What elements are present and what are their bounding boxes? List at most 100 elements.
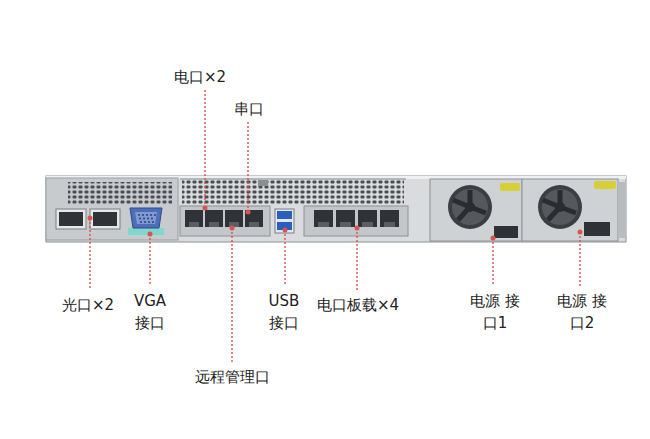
chassis-part [182,180,404,205]
power-supply-part [494,226,518,238]
usb-ports [275,209,294,233]
leader-lines-part [284,230,285,286]
vga-port-part-part [151,218,153,220]
power-supply-part [448,185,492,229]
sfp-ports-part [56,209,86,229]
power-supply-part [465,202,475,212]
vga-port-part-part [143,218,145,220]
onboard-rj45-part [340,222,351,227]
power-supply-part [618,182,626,238]
sfp-ports-part [93,212,117,226]
leader-dots-part [355,226,360,231]
power-supply-part [522,179,618,241]
rj45-module-part [209,222,219,227]
leader-lines-part [204,90,205,208]
rj45-module-part [205,210,223,227]
vga-port-part-part [147,218,149,220]
vga-port-part-part [140,221,142,223]
rj45-module-part [249,222,259,227]
leader-dots-part [246,210,251,215]
power-supply-part [584,222,610,236]
leader-lines-part [89,218,90,290]
vga-port-part-part [146,214,148,216]
chassis-part [180,178,406,180]
chassis-part [258,180,268,186]
vga-port-part-part [138,214,140,216]
rj45-module-part [189,222,199,227]
rj45-module-part [225,210,243,227]
power-supply [430,179,522,241]
onboard-rj45-part [304,206,408,236]
callout-label: VGA 接口 [128,290,172,334]
leader-dots-part [203,206,208,211]
leader-lines-part [579,232,580,286]
vga-port-part-part [148,221,150,223]
sfp-ports-part [59,212,83,226]
leader-lines-part [247,122,248,212]
sfp-ports [56,209,120,229]
vga-port [128,208,164,235]
power-supply-part [555,202,565,212]
leader-dots-part [88,216,93,221]
leader-lines-part [231,228,232,362]
chassis-part [46,176,626,242]
vga-port-part-part [142,214,144,216]
onboard-rj45-part [336,210,355,227]
callout-label: 电源 接口1 [469,290,521,334]
callout-label: 光口×2 [62,294,114,316]
callout-label: USB 接口 [262,290,306,334]
onboard-rj45-part [384,222,395,227]
vga-port-part-part [144,221,146,223]
leader-lines [90,90,580,362]
onboard-rj45-part [358,210,377,227]
rj45-module-part [185,210,203,227]
leader-dots-part [148,232,153,237]
chassis-part [46,178,178,240]
onboard-rj45-part [362,222,373,227]
callout-label: 电源 接口2 [556,290,608,334]
rj45-module-part [180,206,270,236]
vga-port-part-part [150,214,152,216]
callout-label: 电口×2 [174,66,226,88]
power-supply [522,179,626,241]
chassis-part [68,182,172,204]
leader-lines-part [356,228,357,290]
leader-dots-part [230,226,235,231]
leader-lines-part [492,238,493,286]
callout-label: 远程管理口 [195,366,270,388]
vga-port-part [130,208,162,228]
onboard-rj45-part [380,210,399,227]
leader-dots-part [283,228,288,233]
chassis [46,176,626,242]
power-supply-part [542,189,578,225]
vga-port-part [128,228,164,235]
vga-port-part-part [152,221,154,223]
usb-ports-part [275,209,294,233]
callout-label: 串口 [234,98,264,120]
power-supply-part [500,183,520,191]
callout-label: 电口板载×4 [317,294,399,316]
onboard-rj45-part [314,210,333,227]
vga-port-part-part [139,218,141,220]
sfp-ports-part [90,209,120,229]
power-supply-part [452,189,488,225]
rj45-module-part [245,210,263,227]
onboard-rj45 [304,206,408,236]
power-supply-part [538,185,582,229]
vga-port-part [135,212,157,224]
leader-dots [88,206,583,241]
power-supply-part [453,190,486,220]
leader-lines-part [149,234,150,286]
usb-ports-part [277,211,292,219]
power-supply-part [430,179,522,241]
leader-dots-part [491,236,496,241]
vga-port-part [138,214,156,223]
onboard-rj45-part [318,222,329,227]
leader-dots-part [578,230,583,235]
vga-port-part-part [154,214,156,216]
power-supply-part [594,181,616,189]
rj45-module [180,206,270,236]
power-supply-part [543,190,576,220]
